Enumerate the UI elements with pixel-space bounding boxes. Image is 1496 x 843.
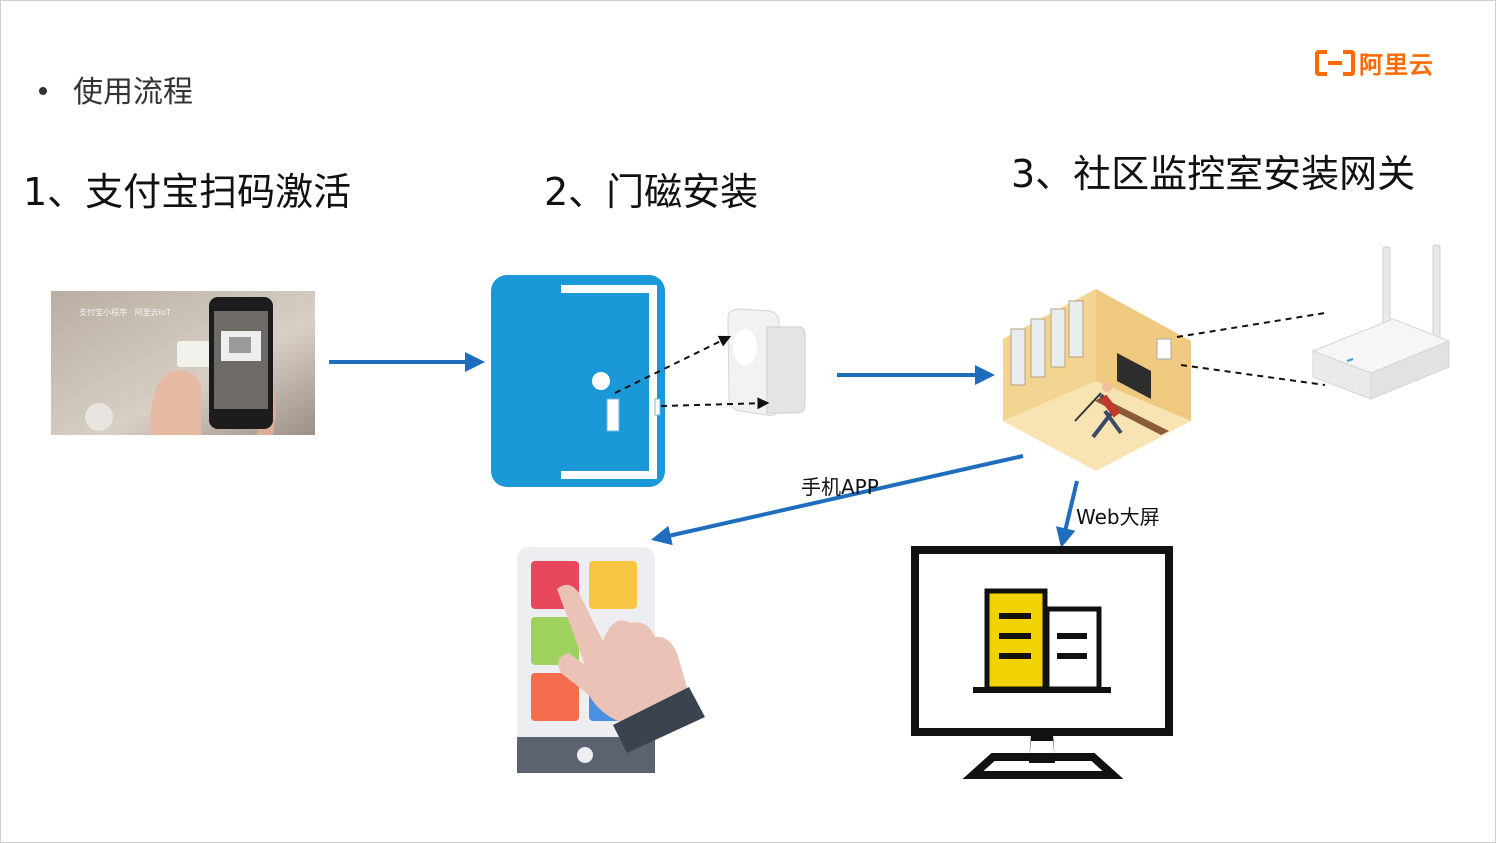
aliyun-logo-icon xyxy=(1315,49,1355,76)
router-leader-line-1 xyxy=(1176,312,1326,338)
door-icon xyxy=(491,275,665,487)
web-dashboard-icon xyxy=(911,546,1173,779)
arrow-room-to-app xyxy=(651,454,1024,546)
door-sensor-icon xyxy=(727,308,806,416)
app-arrow-label: 手机APP xyxy=(801,475,879,499)
bullet-dot xyxy=(39,86,47,95)
arrow-room-to-web xyxy=(1055,480,1079,548)
gateway-router-icon xyxy=(1311,244,1451,400)
router-leader-line-2 xyxy=(1180,364,1326,386)
step-1-title: 1、支付宝扫码激活 xyxy=(23,170,352,214)
web-arrow-label: Web大屏 xyxy=(1076,505,1160,529)
room-illustration xyxy=(1003,289,1191,471)
aliyun-logo-text: 阿里云 xyxy=(1359,51,1434,79)
scan-photo: 支付宝小程序 · 阿里云IoT xyxy=(51,291,315,435)
step-3-title: 3、社区监控室安装网关 xyxy=(1011,152,1416,196)
bullet-item: 使用流程 xyxy=(39,67,193,111)
photo-overlay-text: 支付宝小程序 · 阿里云IoT xyxy=(79,308,171,317)
aliyun-logo: 阿里云 xyxy=(1315,45,1434,80)
mobile-app-icon xyxy=(517,547,705,773)
bullet-text: 使用流程 xyxy=(73,75,193,110)
step-2-title: 2、门磁安装 xyxy=(544,170,759,214)
scan-photo-image xyxy=(51,291,315,435)
sensor-leader-line-2 xyxy=(660,397,770,410)
